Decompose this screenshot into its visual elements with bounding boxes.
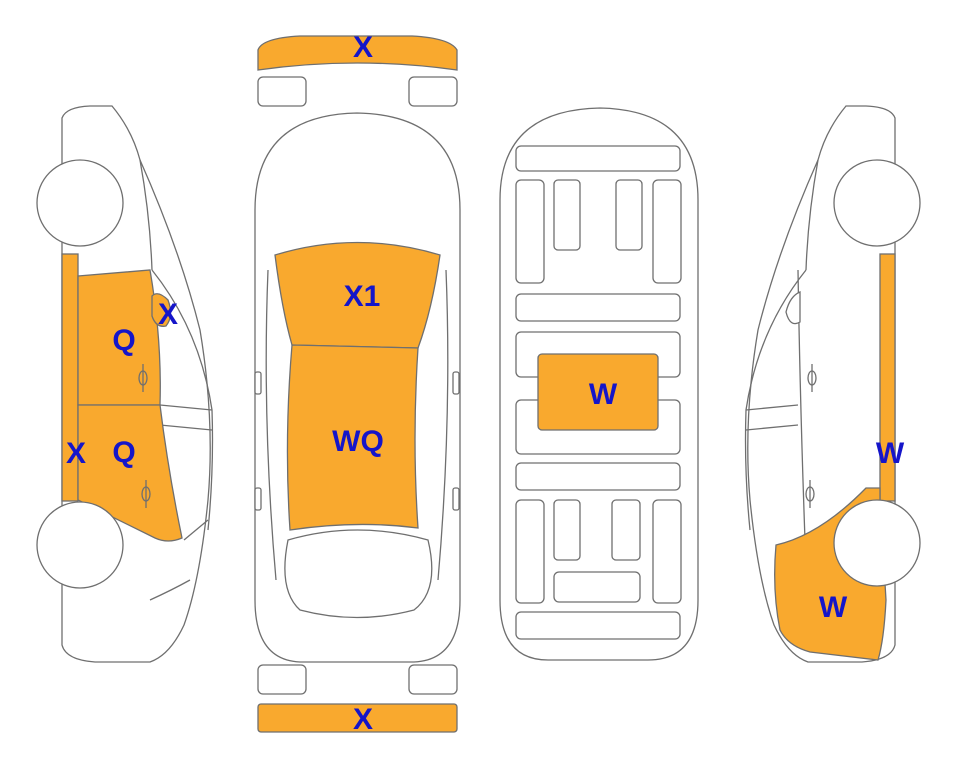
rear-bumper-damage (257, 703, 458, 733)
left-front-door-code: Q (112, 324, 135, 357)
underside-front-right-inner (615, 179, 643, 251)
front-right-light (408, 76, 458, 107)
underside-mid-bar-1 (515, 293, 681, 322)
left-rear-door-code: Q (112, 436, 135, 469)
right-side-mirror (785, 291, 801, 325)
top-view-right-mirror (452, 371, 460, 395)
underside-rear-center (553, 571, 641, 603)
underside-rear-right-inner (611, 499, 641, 561)
underside-front-right-rail (652, 179, 682, 284)
right-side-window-line (745, 404, 799, 411)
underside-front-left-inner (553, 179, 581, 251)
cargo-code: W (589, 378, 618, 411)
right-side-view (744, 105, 921, 663)
top-view-left-handle (254, 487, 262, 511)
underside-front-left-rail (515, 179, 545, 284)
underside-center-damage (537, 353, 659, 431)
underside-front-crossmember (515, 145, 681, 172)
damage-code-labels: X X X1 WQ W Q Q X X W W (66, 31, 905, 736)
right-side-body-line (805, 159, 819, 271)
left-side-window-line-2 (159, 424, 213, 431)
underside-rear-left-inner (553, 499, 581, 561)
right-front-door-handle (807, 364, 817, 392)
right-side-window-line-2 (745, 424, 799, 431)
right-rear-door-handle (805, 480, 815, 508)
underside-rear-right-rail (652, 499, 682, 604)
front-bumper-damage (257, 35, 458, 71)
left-side-body-line (139, 159, 153, 271)
left-front-wheel (36, 159, 124, 247)
top-view (254, 35, 461, 733)
underside-rear-bar (515, 611, 681, 640)
right-pillar-code: W (876, 437, 905, 470)
top-view-rear-window (284, 529, 433, 619)
underside-view (499, 107, 699, 661)
front-left-light (257, 76, 307, 107)
hood-damage (274, 241, 441, 349)
left-side-sill-line (183, 519, 209, 541)
top-view-right-pillar-line (437, 269, 449, 581)
left-rear-door-damage (77, 404, 183, 542)
underside-rear-crossmember (515, 462, 681, 491)
left-pillar-code: X (66, 437, 86, 470)
right-front-wheel (833, 159, 921, 247)
left-side-view (36, 105, 214, 663)
left-side-window-line (159, 404, 213, 411)
right-rear-wheel (833, 499, 921, 587)
hood-code: X1 (344, 280, 381, 313)
underside-rear-left-rail (515, 499, 545, 604)
left-side-trunk-line (149, 579, 191, 601)
left-rear-door-handle (141, 480, 151, 508)
front-bumper-code: X (353, 31, 373, 64)
left-mirror-damage (151, 293, 172, 327)
left-mirror-code: X (158, 298, 178, 331)
top-view-left-mirror (254, 371, 262, 395)
left-front-door-handle (138, 364, 148, 392)
right-rear-quarter-code: W (819, 591, 848, 624)
rear-left-light (257, 664, 307, 695)
roof-damage (286, 344, 419, 531)
left-rear-wheel (36, 501, 124, 589)
roof-code: WQ (332, 425, 384, 458)
rear-bumper-code: X (353, 703, 373, 736)
top-view-right-handle (452, 487, 460, 511)
top-view-left-pillar-line (265, 269, 277, 581)
rear-right-light (408, 664, 458, 695)
